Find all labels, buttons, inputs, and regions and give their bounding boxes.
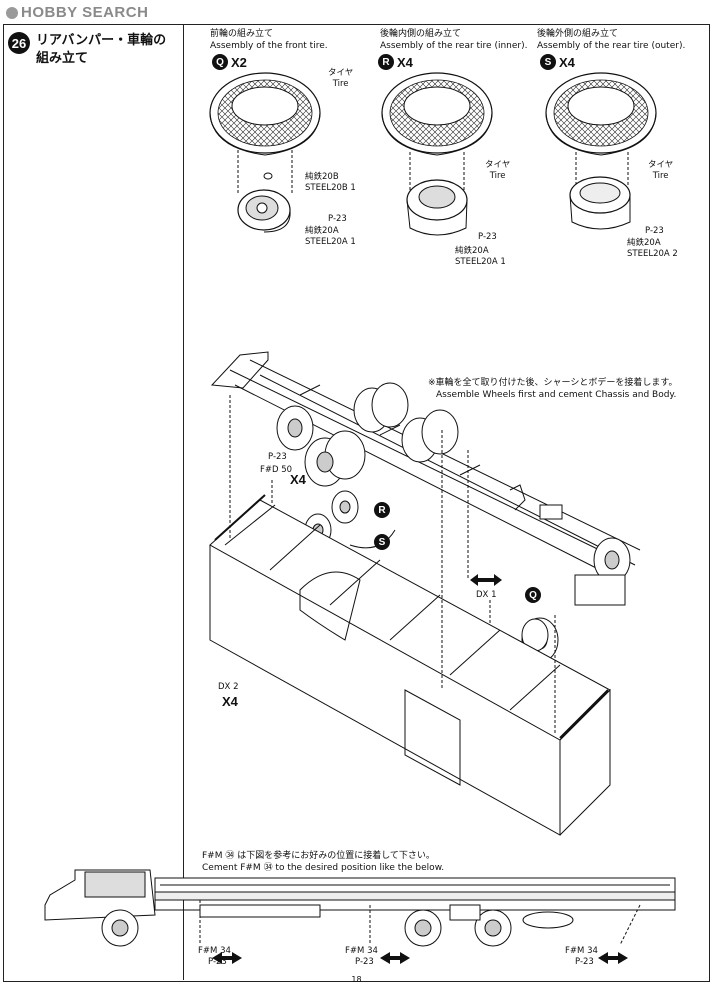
callout-right: F#M 34 P-23 (565, 946, 598, 967)
watermark-logo: HOBBY SEARCH (6, 4, 148, 21)
dx2-label: DX 2 (218, 682, 239, 692)
bottom-note: F#M ㉞ は下図を参考にお好みの位置に接着して下さい。 Cement F#M … (202, 851, 445, 873)
front-tire-title: 前輪の組み立て Assembly of the front tire. (210, 29, 328, 51)
qty-label: X4 (397, 54, 413, 70)
rear-outer-tire-drawing (545, 72, 657, 230)
rear-outer-tire-label: タイヤ Tire (648, 160, 674, 181)
front-tire-drawing (209, 72, 321, 233)
side-view-truck (44, 869, 676, 947)
rear-inner-paint-ref: P-23 (478, 232, 497, 242)
rear-inner-marker: R X4 (378, 54, 413, 70)
dx1-label: DX 1 (476, 590, 497, 600)
rear-inner-title: 後輪内側の組み立て Assembly of the rear tire (inn… (380, 29, 528, 51)
front-tire-label: タイヤ Tire (328, 68, 354, 89)
step-title: リアバンパー・車輪の組み立て (36, 33, 167, 66)
front-part-steel20a: 純鉄20A STEEL20A 1 (305, 226, 356, 247)
front-part-steel20b: 純鉄20B STEEL20B 1 (305, 172, 356, 193)
page-number: 18 (351, 975, 362, 984)
rear-outer-title: 後輪外側の組み立て Assembly of the rear tire (out… (537, 29, 686, 51)
marker-s-main: S (374, 534, 390, 550)
assembly-note: ※車輪を全て取り付けた後、シャーシとボデーを接着します。 Assemble Wh… (428, 378, 678, 400)
qty-label: X4 (559, 54, 575, 70)
side-arrows (212, 952, 628, 964)
marker-r: R (378, 54, 394, 70)
rear-inner-tire-drawing (381, 72, 493, 236)
page-frame (3, 24, 710, 982)
fd-paint-ref: P-23 (268, 452, 287, 462)
rear-inner-part: 純鉄20A STEEL20A 1 (455, 246, 506, 267)
marker-r-main: R (374, 502, 390, 518)
front-paint-ref: P-23 (328, 214, 347, 224)
marker-q: Q (212, 54, 228, 70)
logo-icon (6, 6, 18, 19)
step-number-badge: 26 (8, 32, 30, 54)
marker-s: S (540, 54, 556, 70)
dx2-qty: X4 (222, 694, 238, 709)
fd-part-label: F#D 50 (260, 465, 293, 475)
front-tire-marker: Q X2 (212, 54, 247, 70)
chassis-drawing (210, 351, 641, 663)
callout-middle: F#M 34 P-23 (345, 946, 378, 967)
watermark-text: HOBBY SEARCH (21, 4, 149, 21)
step-sidebar (3, 24, 184, 980)
fd-qty: X4 (290, 472, 306, 487)
direction-arrows (470, 574, 502, 586)
rear-inner-tire-label: タイヤ Tire (485, 160, 511, 181)
guide-lines (229, 395, 556, 735)
marker-q-main: Q (525, 587, 541, 603)
qty-label: X2 (231, 54, 247, 70)
rear-outer-paint-ref: P-23 (645, 226, 664, 236)
callout-left: F#M 34 P-23 (198, 946, 231, 967)
rear-outer-marker: S X4 (540, 54, 575, 70)
rear-outer-part: 純鉄20A STEEL20A 2 (627, 238, 678, 259)
